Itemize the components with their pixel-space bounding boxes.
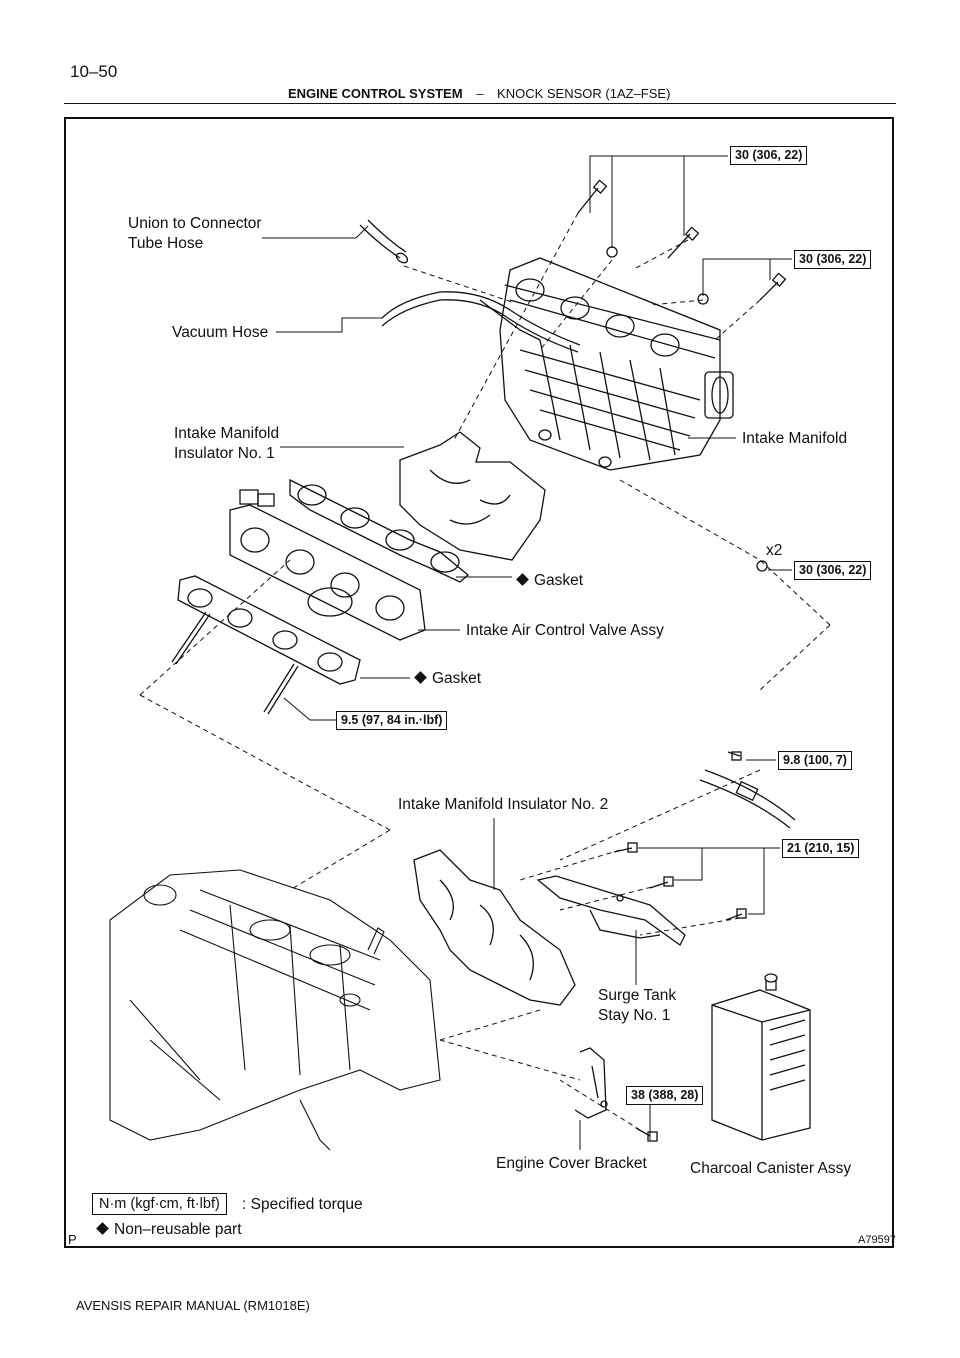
insulator-no1-drawing [399, 431, 546, 561]
torque-spec-box: 9.5 (97, 84 in.·lbf) [336, 711, 448, 730]
vacuum-hose-drawing [381, 291, 581, 353]
page-footer: AVENSIS REPAIR MANUAL (RM1018E) [76, 1298, 310, 1313]
nonreusable-diamond-icon [414, 671, 427, 684]
intake-manifold-label: Intake Manifold [742, 430, 848, 447]
intake-air-control-valve-drawing [229, 489, 426, 641]
intake-air-valve-label: Intake Air Control Valve Assy [466, 622, 664, 639]
upper-gasket-text: Gasket [534, 572, 584, 589]
legend-nonreusable-text: Non–reusable part [114, 1221, 242, 1238]
charcoal-canister-drawing [711, 973, 811, 1141]
surge-tank-stay-drawing [536, 875, 686, 946]
union-hose-drawing [359, 219, 409, 264]
assembly-dashed-lines [139, 212, 831, 1131]
charcoal-canister-label: Charcoal Canister Assy [690, 1160, 852, 1177]
insulator-no2-drawing [413, 849, 576, 1006]
header-topic: KNOCK SENSOR (1AZ–FSE) [497, 86, 671, 101]
union-hose-label-line1: Union to Connector [128, 215, 262, 232]
figure-frame [64, 117, 894, 1248]
torque-spec-box: 30 (306, 22) [794, 561, 872, 580]
insulator-no1-label-line2: Insulator No. 1 [174, 445, 275, 462]
figure-code: A79597 [858, 1234, 896, 1246]
corner-mark: P [68, 1232, 77, 1247]
nonreusable-diamond-icon [96, 1222, 109, 1235]
union-hose-label-line2: Tube Hose [128, 235, 204, 252]
intake-manifold-drawing [499, 257, 734, 471]
engine-cover-bracket-drawing [574, 1047, 608, 1119]
legend-unit-description: : Specified torque [242, 1196, 363, 1213]
bracket-bolt-drawing [635, 1127, 658, 1142]
legend-nonreusable: Non–reusable part [96, 1220, 242, 1240]
union-hose-label: Union to Connector Tube Hose [128, 214, 262, 254]
insulator-no1-label-line1: Intake Manifold [174, 425, 280, 442]
torque-spec-box: 38 (388, 28) [626, 1086, 704, 1105]
upper-gasket-label: Gasket [516, 571, 584, 591]
header-separator: – [476, 86, 484, 101]
engine-cover-bracket-label: Engine Cover Bracket [496, 1155, 647, 1172]
vacuum-hose-label: Vacuum Hose [172, 324, 269, 341]
insulator-no1-label: Intake Manifold Insulator No. 1 [174, 424, 279, 464]
engine-block-drawing [109, 869, 441, 1151]
surge-tank-stay-label-line1: Surge Tank [598, 987, 677, 1004]
legend-unit-box: N·m (kgf·cm, ft·lbf) [92, 1193, 227, 1215]
header-section: ENGINE CONTROL SYSTEM [288, 86, 463, 101]
torque-spec-box: 21 (210, 15) [782, 839, 860, 858]
page-header: ENGINE CONTROL SYSTEM – KNOCK SENSOR (1A… [288, 86, 670, 101]
torque-spec-box: 30 (306, 22) [730, 146, 808, 165]
lower-gasket-text: Gasket [432, 670, 482, 687]
insulator-no2-label: Intake Manifold Insulator No. 2 [398, 796, 609, 813]
stud-bolts-drawing [171, 611, 299, 715]
lower-gasket-label: Gasket [414, 669, 482, 689]
header-rule [64, 103, 896, 104]
surge-tank-stay-label: Surge Tank Stay No. 1 [598, 986, 676, 1026]
page-number: 10–50 [70, 62, 118, 81]
torque-spec-box: 9.8 (100, 7) [778, 751, 852, 770]
leader-lines [262, 155, 792, 1150]
upper-gasket-drawing [289, 478, 470, 583]
tube-hose-drawing [699, 769, 796, 829]
torque-spec-box: 30 (306, 22) [794, 250, 872, 269]
quantity-label: x2 [766, 542, 783, 559]
stay-bolts-drawing [613, 751, 747, 921]
lower-gasket-drawing [177, 575, 361, 685]
surge-tank-stay-label-line2: Stay No. 1 [598, 1007, 671, 1024]
nonreusable-diamond-icon [516, 573, 529, 586]
manifold-bolts-drawing [577, 179, 787, 572]
